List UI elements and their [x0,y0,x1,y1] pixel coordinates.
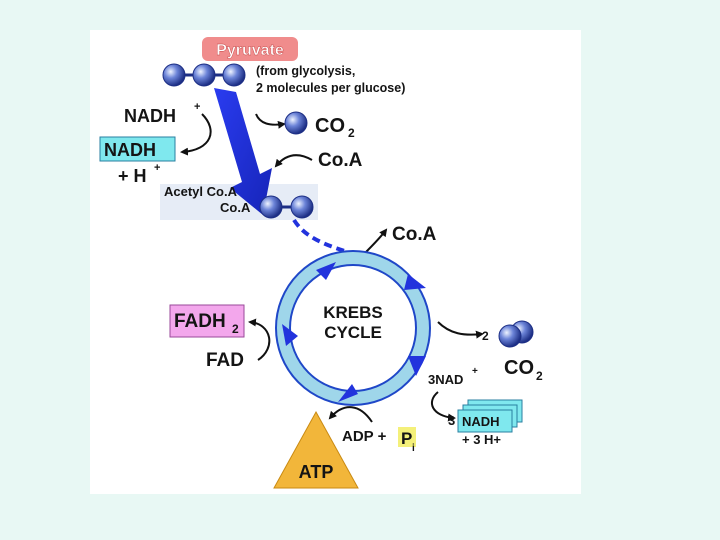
coa-in-arrow [274,154,313,168]
co2-count-label: 2 [482,329,489,343]
fad-label: FAD [206,350,244,371]
nadh-stack-boxes [457,399,523,433]
nadh-box-label: NADH [104,140,156,160]
pyruvate-to-acetyl-arrow [214,88,272,215]
pyruvate-molecule [162,63,246,87]
coa-out-label: Co.A [392,224,437,245]
krebs-label-line2: CYCLE [324,323,382,342]
diagram-panel: Pyruvate (from glycolysis, 2 molecules p… [90,30,581,494]
h-plus-sup: + [154,162,160,174]
nadh-count-label: 3 [448,413,455,428]
cycle-arrowhead-2 [408,356,426,376]
atp-label: ATP [299,462,334,482]
co2-release-arrow [255,113,286,129]
co2-top-label: CO [315,115,345,137]
co2-top-sub: 2 [348,126,355,140]
pyruvate-note-line2: 2 molecules per glucose) [256,81,405,95]
nadh-box [99,136,176,162]
co2-right-sub: 2 [536,369,543,383]
acetyl-coa-line2: Co.A [220,200,251,215]
krebs-cycle-diagram: Pyruvate (from glycolysis, 2 molecules p… [99,37,543,489]
pi-sub: i [412,443,415,454]
adp-label: ADP + [342,428,387,445]
cycle-arrowhead-4 [282,324,298,346]
cycle-arrowhead-5 [316,262,336,280]
pyruvate-note-line1: (from glycolysis, [256,64,355,78]
co2-molecules-right [498,320,534,348]
nad-in-sup: + [472,366,478,377]
pi-highlight [398,427,416,447]
co2-molecule-top [284,111,308,135]
atp-triangle [273,410,359,489]
fadh2-box [169,304,245,338]
nadh-plus-label: NADH [124,106,176,126]
acetyl-entry-dashed-arrow [292,218,349,254]
nad-reduction-arrow [430,391,456,422]
cycle-arrowhead-1 [404,274,426,290]
pyruvate-badge [202,37,298,61]
co2-right-arrow [437,321,484,339]
nadh-reduction-arrow [180,113,212,156]
acetyl-coa-line1: Acetyl Co.A [164,184,238,199]
cycle-arrowhead-3 [338,384,358,402]
atp-synthesis-arrow [328,406,373,423]
pi-label: P [401,429,412,448]
acetyl-coa-molecule [259,195,314,219]
nadh-h-label: + 3 H+ [462,432,501,447]
fadh2-label: FADH [174,311,226,332]
nadh-stack-label: NADH [462,414,500,429]
fadh2-sub: 2 [232,322,239,336]
co2-right-label: CO [504,357,534,379]
coa-in-label: Co.A [318,150,363,171]
krebs-label-line1: KREBS [323,303,383,322]
nadh-plus-sup: + [194,101,200,113]
h-plus-label: + H [118,166,147,186]
pyruvate-label: Pyruvate [216,42,284,59]
coa-out-arrow [365,228,388,253]
fad-reduction-arrow [248,318,271,361]
nad-in-label: 3NAD [428,372,463,387]
